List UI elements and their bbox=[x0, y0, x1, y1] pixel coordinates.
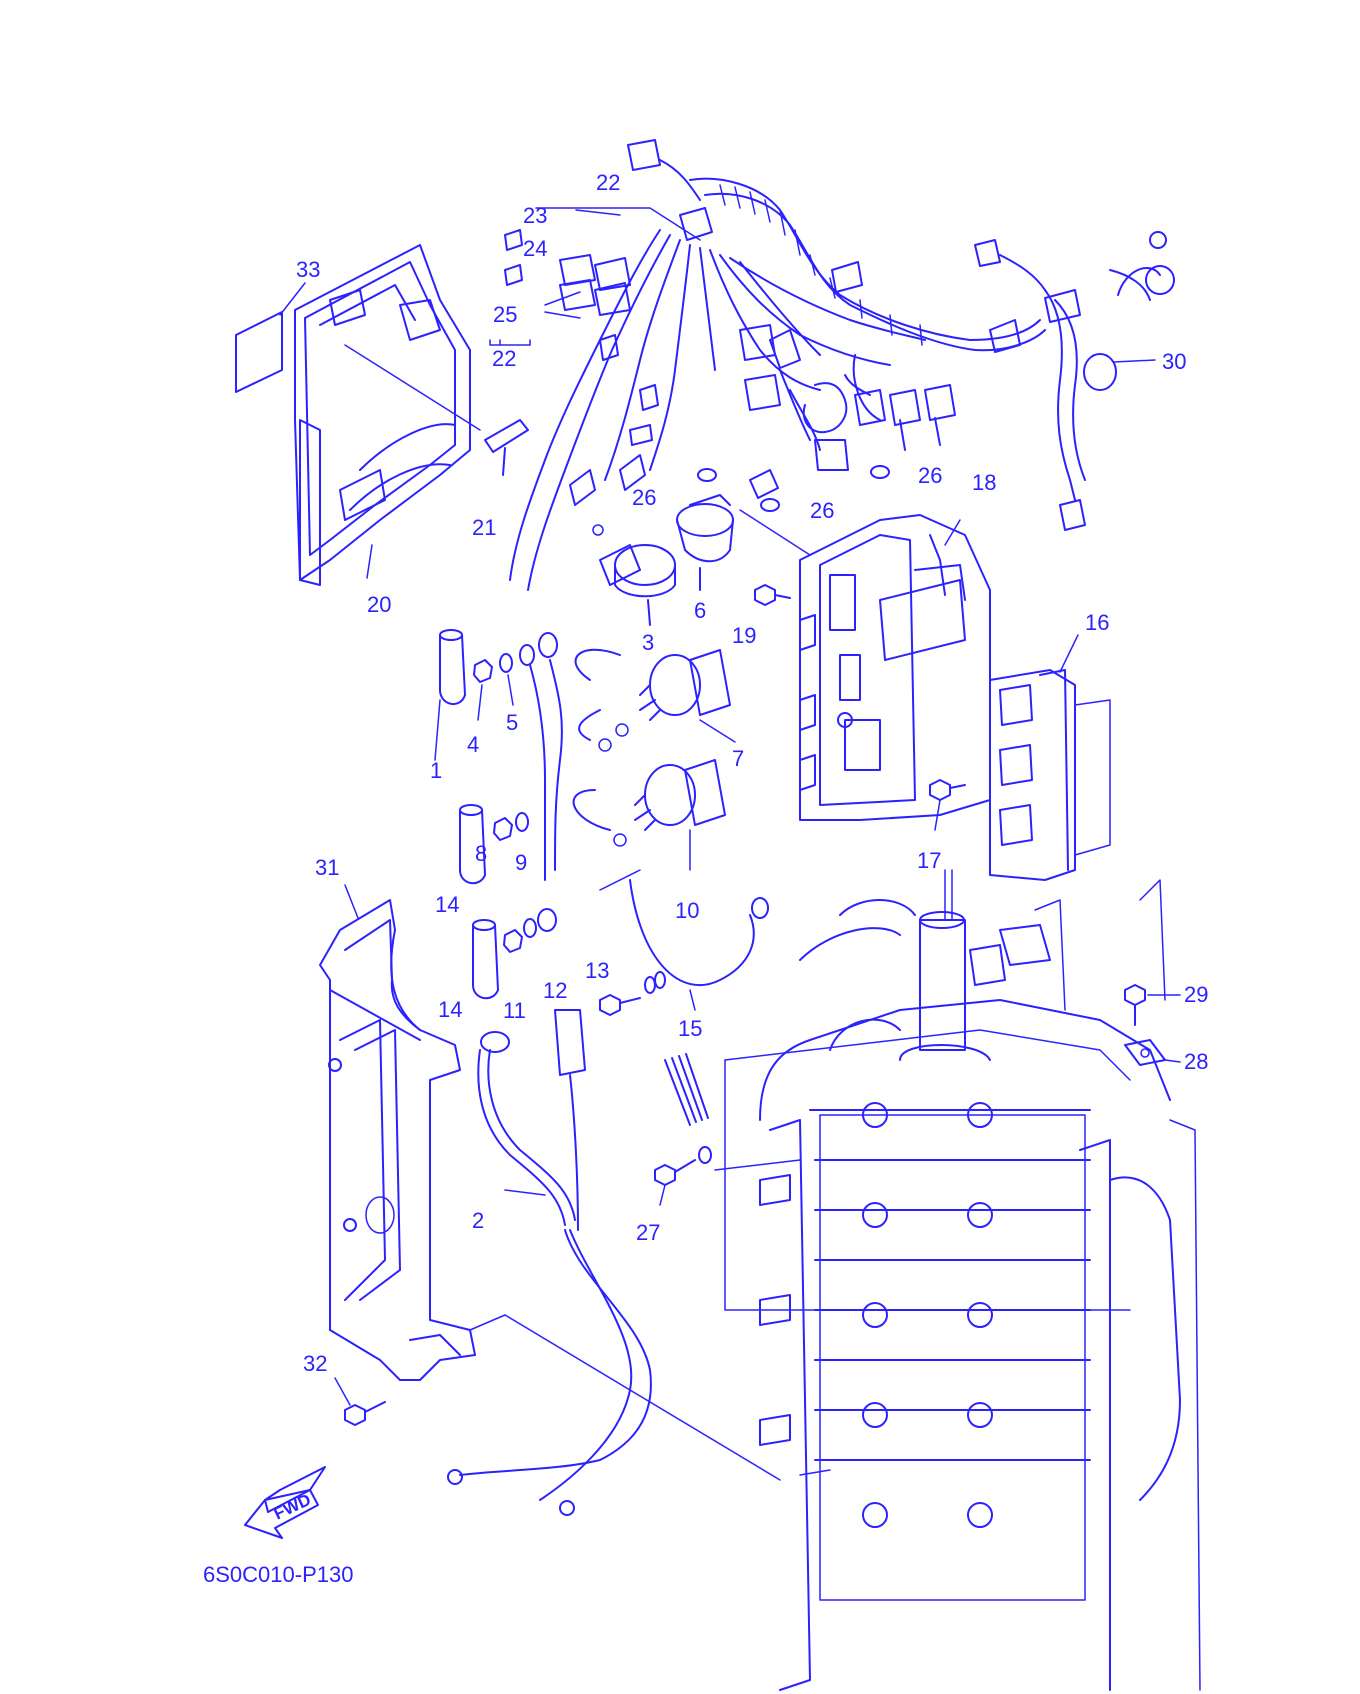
cap-1 bbox=[434, 629, 466, 761]
clamp-6 bbox=[676, 494, 734, 591]
callout-27: 27 bbox=[636, 1220, 660, 1245]
cover-33-20 bbox=[235, 244, 481, 586]
fwd-arrow-icon: FWD bbox=[244, 1466, 326, 1539]
lug-series bbox=[519, 632, 563, 881]
callout-19: 19 bbox=[732, 623, 756, 648]
cover-31 bbox=[319, 884, 781, 1481]
callout-18: 18 bbox=[972, 470, 996, 495]
callout-22-top: 22 bbox=[596, 170, 620, 195]
cap-14-lower bbox=[472, 919, 499, 1000]
callout-12: 12 bbox=[543, 978, 567, 1003]
connector-21 bbox=[484, 419, 529, 476]
callout-30: 30 bbox=[1162, 349, 1186, 374]
callout-31: 31 bbox=[315, 855, 339, 880]
callout-6: 6 bbox=[694, 598, 706, 623]
callout-14-lower: 14 bbox=[438, 997, 462, 1022]
callout-32: 32 bbox=[303, 1351, 327, 1376]
bolt-19 bbox=[754, 584, 791, 606]
bracket-18 bbox=[739, 509, 991, 821]
nut-4 bbox=[473, 659, 493, 721]
cap-14-upper bbox=[459, 804, 486, 885]
callout-11: 11 bbox=[503, 998, 526, 1023]
relay-3 bbox=[599, 544, 676, 626]
cable-15 bbox=[599, 879, 769, 1016]
bracket-16 bbox=[989, 634, 1111, 881]
cable-2 bbox=[447, 1009, 652, 1516]
clip-30 bbox=[1083, 353, 1156, 391]
callout-29: 29 bbox=[1184, 982, 1208, 1007]
callout-13: 13 bbox=[585, 958, 609, 983]
callout-8: 8 bbox=[475, 841, 487, 866]
callout-4: 4 bbox=[467, 732, 479, 757]
rectifier-7 bbox=[574, 648, 736, 752]
bolt-27-wire bbox=[654, 1053, 712, 1206]
callout-labels: 1 2 3 4 5 6 7 8 9 10 11 12 13 14 14 15 1… bbox=[296, 170, 1208, 1376]
callout-33: 33 bbox=[296, 257, 320, 282]
callout-3: 3 bbox=[642, 630, 654, 655]
callout-25: 25 bbox=[493, 302, 517, 327]
callout-16: 16 bbox=[1085, 610, 1109, 635]
callout-26-left: 26 bbox=[632, 485, 656, 510]
clip-26 bbox=[697, 465, 890, 512]
callout-10: 10 bbox=[675, 898, 699, 923]
callout-7: 7 bbox=[732, 746, 744, 771]
bolt-29 bbox=[1124, 984, 1181, 1026]
callout-2: 2 bbox=[472, 1208, 484, 1233]
washer-5 bbox=[499, 653, 514, 706]
callout-15: 15 bbox=[678, 1016, 702, 1041]
callout-14-upper: 14 bbox=[435, 892, 459, 917]
callout-17: 17 bbox=[917, 848, 941, 873]
callout-28: 28 bbox=[1184, 1049, 1208, 1074]
wire-harness-22 bbox=[504, 139, 1175, 591]
callout-1: 1 bbox=[430, 758, 442, 783]
callout-20: 20 bbox=[367, 592, 391, 617]
callout-21: 21 bbox=[472, 515, 496, 540]
callout-23: 23 bbox=[523, 203, 547, 228]
bolt-17 bbox=[929, 779, 966, 831]
engine-block bbox=[714, 869, 1201, 1691]
callout-9: 9 bbox=[515, 850, 527, 875]
nut-11 bbox=[503, 929, 523, 953]
bolt-32 bbox=[334, 1377, 386, 1426]
lug-13 bbox=[537, 908, 557, 932]
washer-9 bbox=[515, 812, 529, 832]
washer-12 bbox=[523, 918, 537, 938]
callout-leaders-top bbox=[279, 207, 701, 579]
callout-24: 24 bbox=[523, 236, 547, 261]
nut-8 bbox=[493, 817, 513, 841]
plate-28 bbox=[1124, 1039, 1181, 1066]
diagram-code: 6S0C010-P130 bbox=[203, 1562, 353, 1587]
callout-22-bottom: 22 bbox=[492, 346, 516, 371]
callout-26-right: 26 bbox=[918, 463, 942, 488]
rectifier-10 bbox=[572, 759, 726, 891]
callout-26-mid: 26 bbox=[810, 498, 834, 523]
callout-5: 5 bbox=[506, 710, 518, 735]
